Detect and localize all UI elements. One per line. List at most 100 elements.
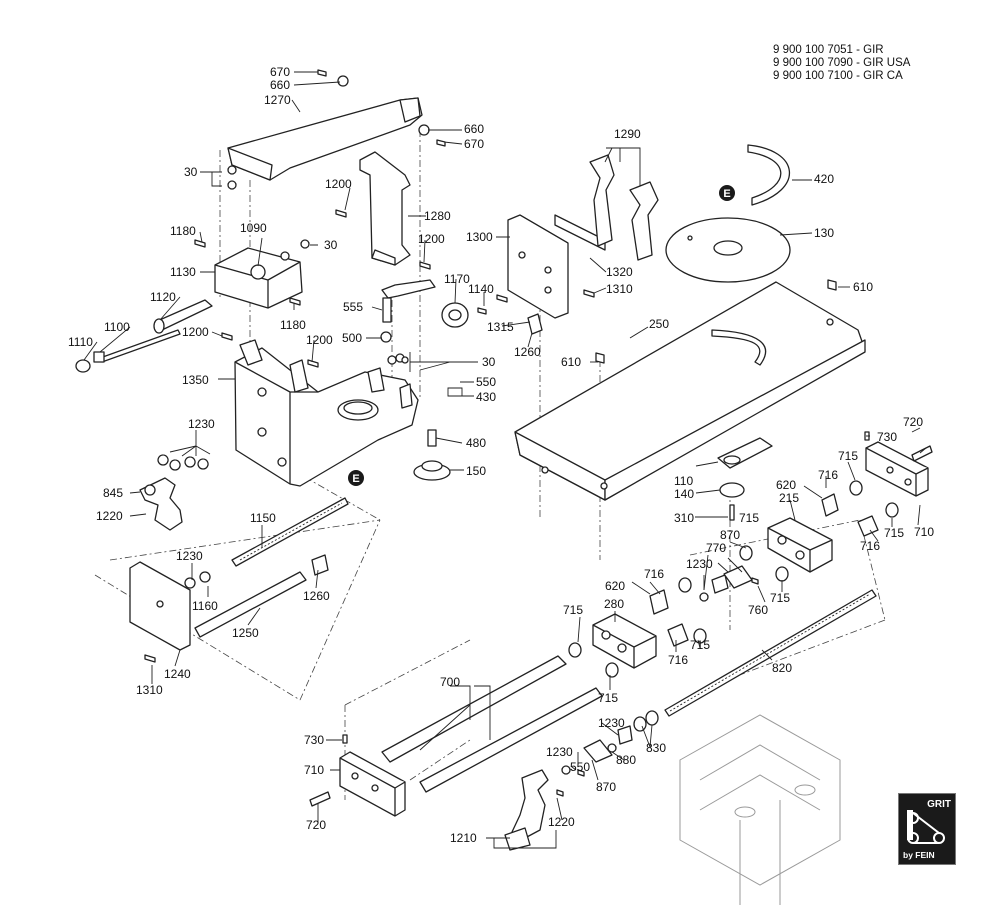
label-1350: 1350 — [182, 373, 209, 387]
label-760: 760 — [748, 603, 768, 617]
part-1210-crank-handle — [504, 769, 549, 851]
label-550: 550 — [476, 375, 496, 389]
label-1110: 1110 — [68, 335, 93, 349]
part-1130-clamp-block — [194, 239, 310, 309]
label-1230: 1230 — [598, 716, 625, 730]
part-1100-1120-handle-bolt — [75, 299, 319, 373]
label-670: 670 — [464, 137, 484, 151]
label-1290: 1290 — [614, 127, 641, 141]
label-820: 820 — [772, 661, 792, 675]
part-820-threaded-spindle — [664, 589, 877, 717]
label-150: 150 — [466, 464, 486, 478]
part-710-right-end-plate — [864, 431, 933, 497]
label-480: 480 — [466, 436, 486, 450]
part-280-carriage-block — [592, 589, 689, 669]
label-620: 620 — [605, 579, 625, 593]
part-1150-spindle — [231, 497, 349, 567]
label-1220: 1220 — [96, 509, 123, 523]
logo-subtitle: by FEIN — [903, 850, 935, 860]
marker-e-top: E — [719, 185, 735, 201]
label-1090: 1090 — [240, 221, 267, 235]
article-number-line: 9 900 100 7090 - GIR USA — [773, 57, 911, 69]
label-715: 715 — [770, 591, 790, 605]
label-1180: 1180 — [280, 318, 306, 332]
label-1300: 1300 — [466, 230, 493, 244]
label-310: 310 — [674, 511, 694, 525]
label-715: 715 — [884, 526, 904, 540]
article-number-block: 9 900 100 7051 - GIR 9 900 100 7090 - GI… — [773, 44, 910, 83]
small-bushings-and-washers — [568, 480, 899, 678]
label-845: 845 — [103, 486, 123, 500]
label-1310: 1310 — [606, 282, 633, 296]
label-770: 770 — [706, 541, 726, 555]
label-30: 30 — [482, 355, 496, 369]
marker-e-bottom: E — [348, 470, 364, 486]
label-1170: 1170 — [444, 272, 470, 286]
label-1180: 1180 — [170, 224, 196, 238]
label-715: 715 — [739, 511, 759, 525]
label-715: 715 — [563, 603, 583, 617]
part-130-sanding-disc — [665, 144, 791, 283]
label-1120: 1120 — [150, 290, 176, 304]
label-715: 715 — [690, 638, 710, 652]
label-830: 830 — [646, 741, 666, 755]
label-1280: 1280 — [424, 209, 451, 223]
label-250: 250 — [649, 317, 669, 331]
label-1200: 1200 — [418, 232, 445, 246]
logo-brand: GRIT — [927, 799, 951, 810]
label-1320: 1320 — [606, 265, 633, 279]
label-420: 420 — [814, 172, 834, 186]
lower-small-parts — [556, 710, 659, 797]
label-730: 730 — [877, 430, 897, 444]
part-1350-base-column — [234, 339, 419, 487]
label-716: 716 — [668, 653, 688, 667]
label-670: 670 — [270, 65, 290, 79]
part-215-carriage-block — [767, 493, 879, 573]
label-1250: 1250 — [232, 626, 259, 640]
part-1250-guide-rod — [194, 571, 307, 638]
label-710: 710 — [304, 763, 324, 777]
part-labels: 670 660 1270 660 670 30 1200 1280 1180 1… — [68, 65, 934, 845]
label-610: 610 — [561, 355, 581, 369]
label-660: 660 — [270, 78, 290, 92]
label-1310: 1310 — [136, 683, 163, 697]
part-150-480-foot — [413, 429, 451, 481]
article-number-line: 9 900 100 7051 - GIR — [773, 44, 884, 56]
part-1170-adjusting-knob — [441, 294, 543, 335]
label-30: 30 — [184, 165, 198, 179]
label-716: 716 — [860, 539, 880, 553]
label-700: 700 — [440, 675, 460, 689]
label-1200: 1200 — [306, 333, 333, 347]
label-280: 280 — [604, 597, 624, 611]
label-1230: 1230 — [188, 417, 215, 431]
part-845-crank-handle — [139, 454, 209, 531]
part-700-guide-rods — [381, 655, 603, 793]
label-715: 715 — [598, 691, 618, 705]
label-620: 620 — [776, 478, 796, 492]
label-550: 550 — [570, 760, 590, 774]
label-130: 130 — [814, 226, 834, 240]
label-730: 730 — [304, 733, 324, 747]
label-610: 610 — [853, 280, 873, 294]
label-1260: 1260 — [514, 345, 541, 359]
part-110-140-insert — [717, 437, 773, 521]
label-430: 430 — [476, 390, 496, 404]
label-1220: 1220 — [548, 815, 575, 829]
label-1130: 1130 — [170, 265, 196, 279]
article-number-line: 9 900 100 7100 - GIR CA — [773, 70, 903, 82]
leader-lines — [83, 71, 927, 849]
label-870: 870 — [596, 780, 616, 794]
label-1240: 1240 — [164, 667, 191, 681]
label-1210: 1210 — [450, 831, 477, 845]
belt-grinder-icon — [907, 810, 945, 844]
label-880: 880 — [616, 753, 636, 767]
part-1240-end-plate — [129, 554, 329, 663]
label-660: 660 — [464, 122, 484, 136]
label-215: 215 — [779, 491, 799, 505]
label-1315: 1315 — [487, 320, 514, 334]
label-716: 716 — [818, 468, 838, 482]
label-710: 710 — [914, 525, 934, 539]
part-710-left-end-plate — [309, 734, 406, 817]
label-1150: 1150 — [250, 511, 276, 525]
label-1230: 1230 — [176, 549, 203, 563]
